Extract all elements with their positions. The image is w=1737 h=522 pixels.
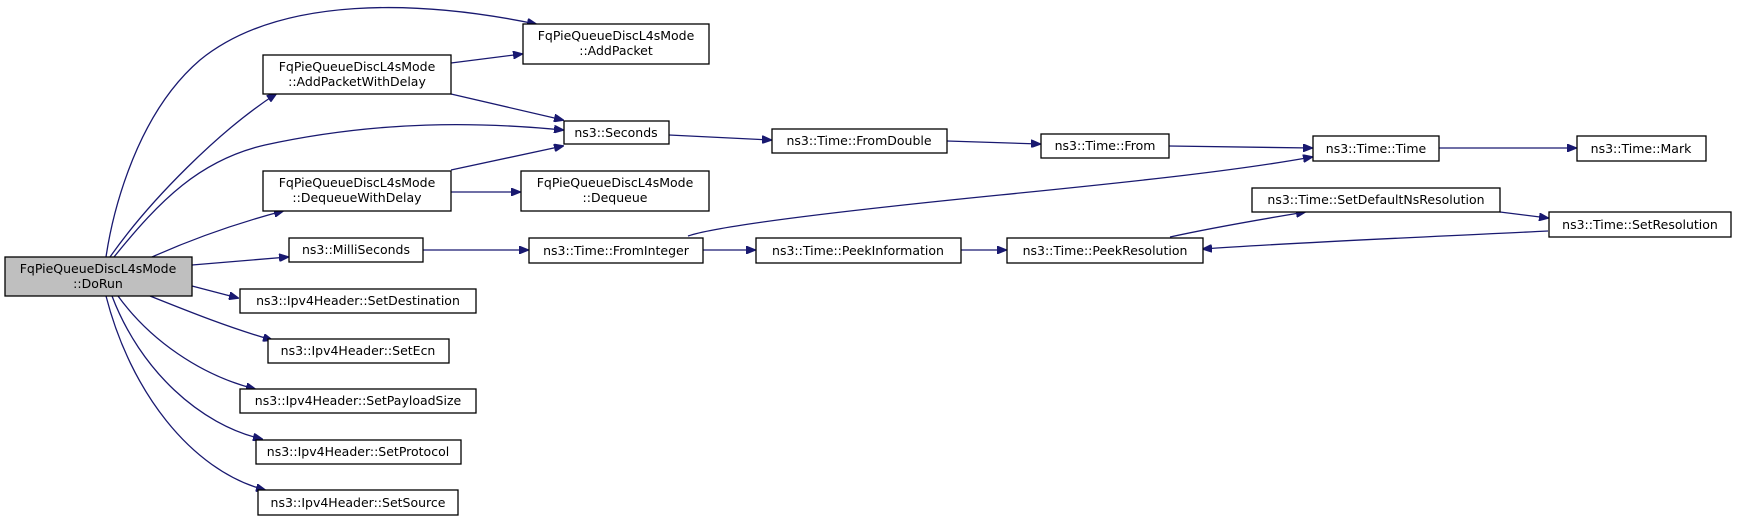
node-box <box>267 338 450 364</box>
node-label-line2: ::AddPacketWithDelay <box>288 74 426 89</box>
node-box <box>1548 211 1732 238</box>
edge-dorun-seconds <box>113 123 563 258</box>
node-setresolution[interactable]: ns3::Time::SetResolution <box>1548 211 1732 238</box>
node-box <box>257 489 459 516</box>
node-label: ns3::Time::Time <box>1326 141 1427 156</box>
node-label: ns3::Time::SetDefaultNsResolution <box>1267 192 1484 207</box>
node-box <box>1040 133 1170 159</box>
node-label: ns3::Time::FromInteger <box>543 243 690 258</box>
node-dequeue[interactable]: FqPieQueueDiscL4sMode ::Dequeue <box>520 170 710 212</box>
node-label: ns3::Time::From <box>1055 138 1156 153</box>
node-box <box>262 170 452 212</box>
node-label-line2: ::Dequeue <box>583 190 648 205</box>
node-label-line1: FqPieQueueDiscL4sMode <box>538 28 695 43</box>
node-milliseconds[interactable]: ns3::MilliSeconds <box>288 237 424 263</box>
node-box <box>262 54 452 95</box>
edge-dorun-dequeuewithdelay <box>151 211 283 258</box>
edge-dequeuewithdelay-seconds <box>450 146 563 171</box>
node-label: ns3::Seconds <box>574 125 657 140</box>
edge-fromdouble-from <box>946 141 1040 144</box>
edge-dorun-setdestination <box>191 285 238 298</box>
node-label: ns3::Time::SetResolution <box>1562 217 1718 232</box>
node-peekinformation[interactable]: ns3::Time::PeekInformation <box>755 237 962 264</box>
node-from[interactable]: ns3::Time::From <box>1040 133 1170 159</box>
edge-setdefaultns-setresolution <box>1499 211 1548 218</box>
node-box <box>1251 187 1501 213</box>
edge-dorun-setecn <box>149 295 272 340</box>
edge-dorun-milliseconds <box>191 257 288 266</box>
node-label-line1: FqPieQueueDiscL4sMode <box>537 175 694 190</box>
node-box <box>771 128 948 154</box>
node-fromdouble[interactable]: ns3::Time::FromDouble <box>771 128 948 154</box>
node-time[interactable]: ns3::Time::Time <box>1312 135 1440 162</box>
node-addpacketwithdelay[interactable]: FqPieQueueDiscL4sMode ::AddPacketWithDel… <box>262 54 452 95</box>
node-box <box>563 120 670 145</box>
node-setpayloadsize[interactable]: ns3::Ipv4Header::SetPayloadSize <box>239 388 477 414</box>
node-box <box>239 288 477 314</box>
node-setprotocol[interactable]: ns3::Ipv4Header::SetProtocol <box>255 439 462 465</box>
node-box <box>1576 135 1707 162</box>
node-label: ns3::Time::PeekResolution <box>1023 243 1188 258</box>
node-setdefaultnsresolution[interactable]: ns3::Time::SetDefaultNsResolution <box>1251 187 1501 213</box>
edge-dorun-addpacket <box>105 6 536 258</box>
node-label-line2: ::DequeueWithDelay <box>292 190 422 205</box>
node-label-line2: ::DoRun <box>73 276 123 291</box>
node-addpacket[interactable]: FqPieQueueDiscL4sMode ::AddPacket <box>522 23 710 65</box>
node-dorun[interactable]: FqPieQueueDiscL4sMode ::DoRun <box>4 256 193 297</box>
edges <box>105 6 1576 490</box>
node-setdestination[interactable]: ns3::Ipv4Header::SetDestination <box>239 288 477 314</box>
edge-peekresolution-setdefaultns <box>1169 212 1305 238</box>
node-label: ns3::Ipv4Header::SetProtocol <box>267 444 449 459</box>
node-box <box>522 23 710 65</box>
node-seconds[interactable]: ns3::Seconds <box>563 120 670 145</box>
edge-addpacketwithdelay-seconds <box>450 93 563 120</box>
edge-addpacketwithdelay-addpacket <box>450 54 522 64</box>
node-box <box>288 237 424 263</box>
edge-from-time <box>1168 146 1312 148</box>
node-frominteger[interactable]: ns3::Time::FromInteger <box>528 237 704 264</box>
node-label-line1: FqPieQueueDiscL4sMode <box>20 261 177 276</box>
node-setsource[interactable]: ns3::Ipv4Header::SetSource <box>257 489 459 516</box>
node-label: ns3::Ipv4Header::SetEcn <box>281 343 436 358</box>
node-label: ns3::Time::PeekInformation <box>772 243 944 258</box>
edge-dorun-setprotocol <box>111 295 262 439</box>
node-box <box>1312 135 1440 162</box>
node-label-line1: FqPieQueueDiscL4sMode <box>279 59 436 74</box>
edge-dorun-addpacketwithdelay <box>109 94 276 258</box>
node-peekresolution[interactable]: ns3::Time::PeekResolution <box>1006 237 1204 264</box>
node-label: ns3::Ipv4Header::SetDestination <box>256 293 460 308</box>
node-label: ns3::Ipv4Header::SetSource <box>271 495 446 510</box>
node-box <box>4 256 193 297</box>
node-box <box>520 170 710 212</box>
edge-dorun-setpayloadsize <box>117 295 255 389</box>
node-label: ns3::MilliSeconds <box>302 242 410 257</box>
node-label-line2: ::AddPacket <box>579 43 653 58</box>
nodes: FqPieQueueDiscL4sMode ::DoRun FqPieQueue… <box>4 23 1732 516</box>
node-label: ns3::Time::FromDouble <box>786 133 931 148</box>
node-label-line1: FqPieQueueDiscL4sMode <box>279 175 436 190</box>
node-dequeuewithdelay[interactable]: FqPieQueueDiscL4sMode ::DequeueWithDelay <box>262 170 452 212</box>
edge-dorun-setsource <box>105 295 265 490</box>
node-box <box>755 237 962 264</box>
node-mark[interactable]: ns3::Time::Mark <box>1576 135 1707 162</box>
node-label: ns3::Ipv4Header::SetPayloadSize <box>255 393 462 408</box>
node-box <box>255 439 462 465</box>
edge-setresolution-peekresolution <box>1203 230 1549 249</box>
node-label: ns3::Time::Mark <box>1591 141 1692 156</box>
node-setecn[interactable]: ns3::Ipv4Header::SetEcn <box>267 338 450 364</box>
edge-frominteger-time <box>687 157 1312 237</box>
edge-seconds-fromdouble <box>668 134 771 140</box>
node-box <box>1006 237 1204 264</box>
node-box <box>528 237 704 264</box>
node-box <box>239 388 477 414</box>
